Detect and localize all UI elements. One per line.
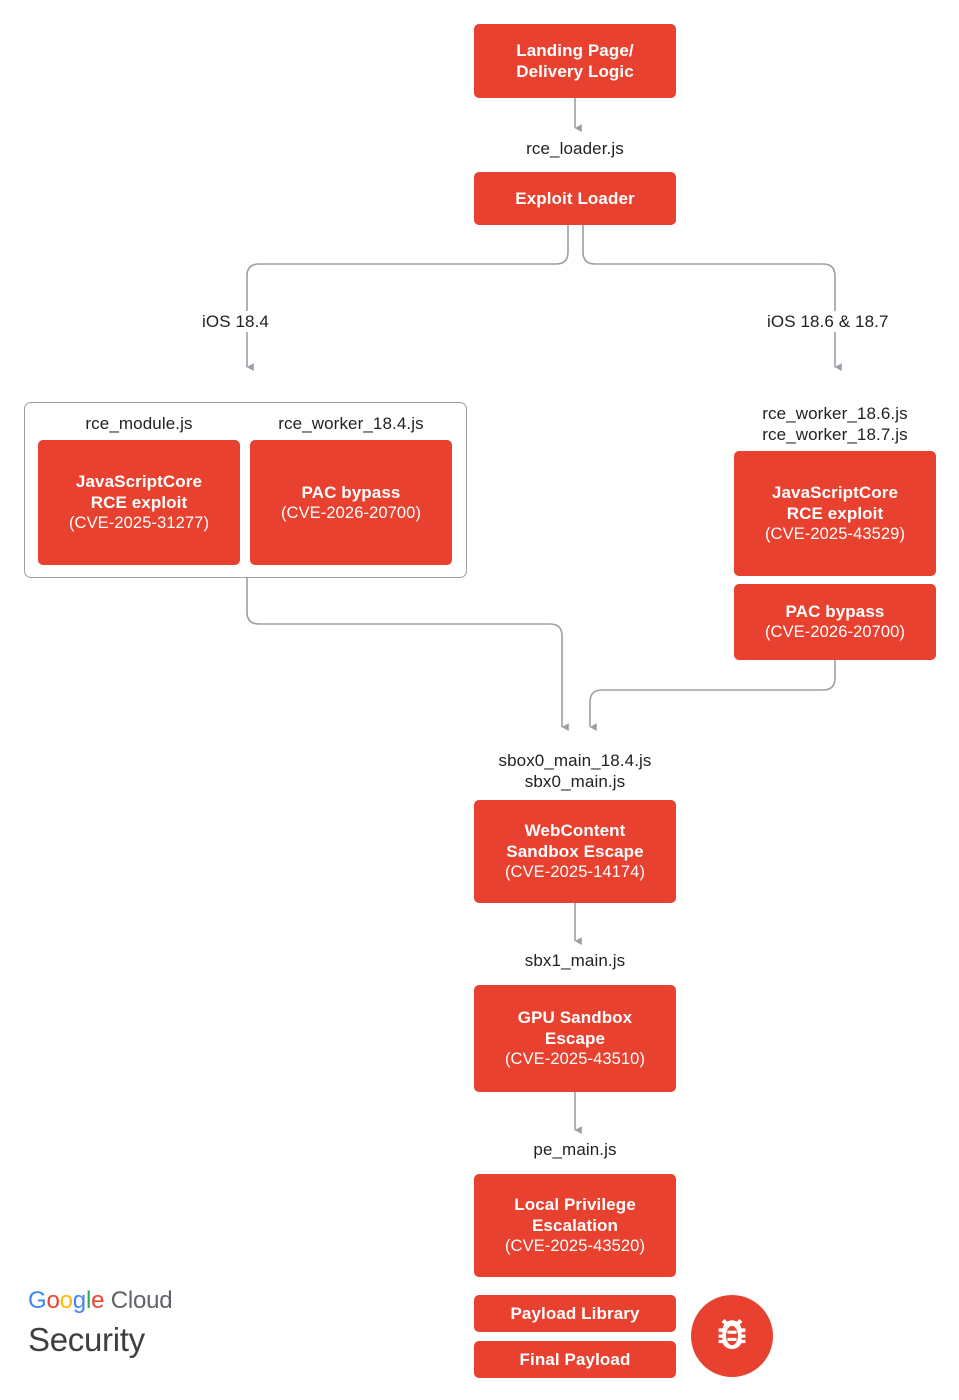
node-right-javascriptcore-rce-title: JavaScriptCore RCE exploit — [771, 483, 899, 523]
edge-label-rce-module: rce_module.js — [85, 414, 193, 433]
node-local-privilege-escalation-title: Local Privilege Escalation — [514, 1195, 636, 1235]
node-left-pac-bypass-cve: (CVE-2026-20700) — [280, 503, 422, 522]
google-cloud-security-logo: Google Cloud Security — [28, 1286, 173, 1360]
google-letter-g2: g — [72, 1287, 86, 1314]
node-final-payload-title: Final Payload — [519, 1350, 631, 1369]
google-letter-o2: o — [59, 1287, 73, 1314]
node-right-pac-bypass-cve: (CVE-2026-20700) — [764, 623, 906, 641]
bug-icon — [691, 1295, 773, 1377]
node-webcontent-sandbox-escape-title: WebContent Sandbox Escape — [506, 821, 644, 861]
node-local-privilege-escalation[interactable]: Local Privilege Escalation (CVE-2025-435… — [474, 1174, 676, 1277]
edge-label-rce-worker-18-4: rce_worker_18.4.js — [278, 414, 424, 433]
node-gpu-sandbox-escape[interactable]: GPU Sandbox Escape (CVE-2025-43510) — [474, 985, 676, 1092]
node-right-pac-bypass[interactable]: PAC bypass (CVE-2026-20700) — [734, 584, 936, 660]
google-cloud-wordmark: Google Cloud — [28, 1286, 173, 1316]
node-exploit-loader[interactable]: Exploit Loader — [474, 172, 676, 225]
edge-label-pe-main: pe_main.js — [533, 1140, 617, 1159]
cloud-word: Cloud — [110, 1287, 173, 1314]
google-letter-o1: o — [46, 1287, 60, 1314]
node-exploit-loader-title: Exploit Loader — [515, 189, 635, 208]
node-gpu-sandbox-escape-cve: (CVE-2025-43510) — [504, 1050, 646, 1068]
node-right-javascriptcore-rce-cve: (CVE-2025-43529) — [764, 525, 906, 543]
node-left-javascriptcore-rce[interactable]: JavaScriptCore RCE exploit (CVE-2025-312… — [38, 440, 240, 565]
node-final-payload[interactable]: Final Payload — [474, 1341, 676, 1378]
node-landing-page-title: Landing Page/ Delivery Logic — [516, 41, 634, 81]
node-gpu-sandbox-escape-title: GPU Sandbox Escape — [517, 1008, 633, 1048]
google-letter-e: e — [91, 1287, 105, 1314]
node-landing-page[interactable]: Landing Page/ Delivery Logic — [474, 24, 676, 98]
edge-label-sbx1-main: sbx1_main.js — [524, 951, 626, 970]
security-word: Security — [28, 1321, 145, 1358]
edge-label-rce-loader: rce_loader.js — [526, 139, 624, 158]
google-letter-g: G — [28, 1287, 47, 1314]
node-local-privilege-escalation-cve: (CVE-2025-43520) — [504, 1237, 646, 1255]
google-letter-l: l — [85, 1287, 92, 1314]
node-right-pac-bypass-title: PAC bypass — [785, 602, 885, 621]
branch-label-ios-18-4: iOS 18.4 — [198, 311, 273, 332]
edge-label-sbox0-main: sbox0_main_18.4.js sbx0_main.js — [498, 751, 652, 791]
node-payload-library-title: Payload Library — [510, 1304, 640, 1323]
node-left-javascriptcore-rce-cve: (CVE-2025-31277) — [68, 514, 210, 532]
node-left-pac-bypass-title: PAC bypass — [301, 482, 401, 502]
node-webcontent-sandbox-escape-cve: (CVE-2025-14174) — [504, 863, 646, 881]
edge-label-rce-workers-18-6-18-7: rce_worker_18.6.js rce_worker_18.7.js — [762, 404, 908, 444]
node-right-javascriptcore-rce[interactable]: JavaScriptCore RCE exploit (CVE-2025-435… — [734, 451, 936, 576]
branch-label-ios-18-6-18-7: iOS 18.6 & 18.7 — [763, 311, 893, 332]
node-payload-library[interactable]: Payload Library — [474, 1295, 676, 1332]
node-left-javascriptcore-rce-title: JavaScriptCore RCE exploit — [75, 472, 203, 512]
node-left-pac-bypass[interactable]: PAC bypass (CVE-2026-20700) — [250, 440, 452, 565]
node-webcontent-sandbox-escape[interactable]: WebContent Sandbox Escape (CVE-2025-1417… — [474, 800, 676, 903]
